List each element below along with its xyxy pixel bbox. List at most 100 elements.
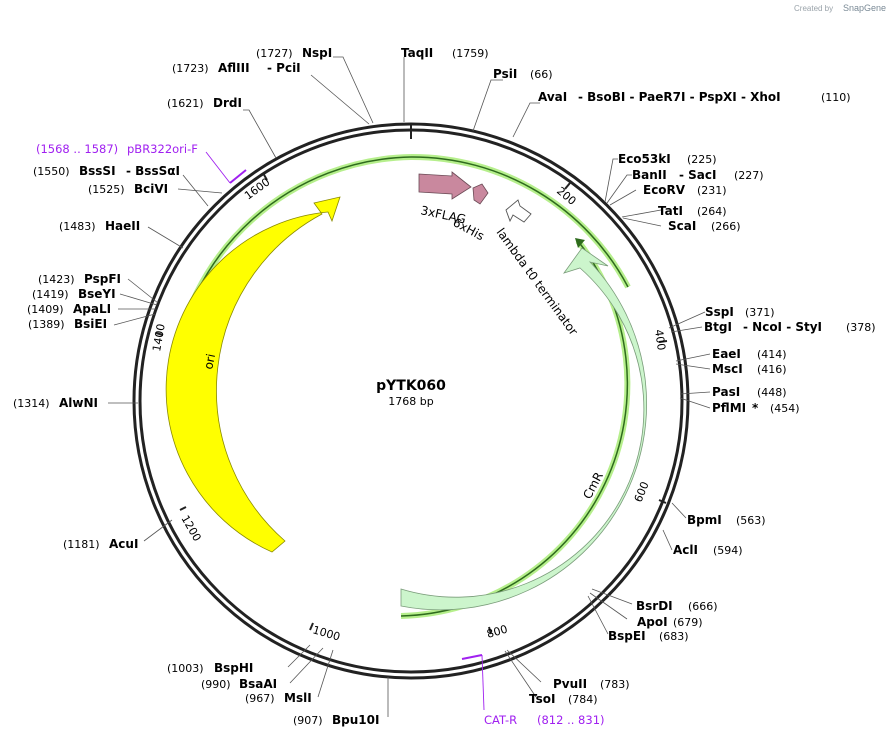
site-labels-right: TaqII (1759) PsiI (66) AvaI - BsoBI - Pa… <box>401 46 876 706</box>
site-position: (1550) <box>33 165 70 178</box>
feature-cmr[interactable] <box>400 247 647 611</box>
site-position: (1759) <box>452 47 489 60</box>
site-label-pspfi[interactable]: PspFI <box>84 272 121 286</box>
primer-range: (812 .. 831) <box>537 713 605 727</box>
site-position: (454) <box>770 402 800 415</box>
site-position: (1723) <box>172 62 209 75</box>
site-label-bcivi[interactable]: BciVI <box>134 182 168 196</box>
site-labels-left: (1727) NspI (1723) AflIII - PciI (1621) … <box>13 46 379 727</box>
feature-label-lambda-t0: lambda t0 terminator <box>494 226 581 338</box>
site-label-avai-isoschizomers[interactable]: - BsoBI - PaeR7I - PspXI - XhoI <box>578 90 781 104</box>
tick-marks <box>155 123 668 635</box>
site-label-nspi[interactable]: NspI <box>302 46 332 60</box>
site-position: (563) <box>736 514 766 527</box>
site-label-apoi[interactable]: ApoI <box>637 615 668 629</box>
site-position: (1483) <box>59 220 96 233</box>
site-leaders <box>108 56 711 717</box>
site-label-msci[interactable]: MscI <box>712 362 743 376</box>
site-position: (1525) <box>88 183 125 196</box>
site-label-bsssai[interactable]: - BssSαI <box>126 164 180 178</box>
site-label-pflmi[interactable]: PflMI <box>712 401 746 415</box>
site-position: (371) <box>745 306 775 319</box>
site-position: (907) <box>293 714 323 727</box>
tick-label: 1200 <box>178 513 203 544</box>
primer-cat-r[interactable]: CAT-R (812 .. 831) <box>461 654 605 727</box>
site-position: (1409) <box>27 303 64 316</box>
plasmid-length: 1768 bp <box>388 395 433 408</box>
primer-range: (1568 .. 1587) <box>36 142 118 156</box>
site-position: (416) <box>757 363 787 376</box>
site-label-apali[interactable]: ApaLI <box>73 302 111 316</box>
site-position: (683) <box>659 630 689 643</box>
site-label-sspi[interactable]: SspI <box>705 305 734 319</box>
site-label-afliii[interactable]: AflIII <box>218 61 250 75</box>
site-position: (1727) <box>256 47 293 60</box>
site-label-banii[interactable]: BanII <box>632 168 667 182</box>
site-label-bspei[interactable]: BspEI <box>608 629 646 643</box>
site-position: (378) <box>846 321 876 334</box>
site-label-taqii[interactable]: TaqII <box>401 46 433 60</box>
site-label-bsphi[interactable]: BspHI <box>214 661 253 675</box>
feature-lambda-t0-terminator[interactable] <box>505 199 532 223</box>
site-label-btgi[interactable]: BtgI <box>704 320 732 334</box>
site-label-alwni[interactable]: AlwNI <box>59 396 98 410</box>
site-position: (679) <box>673 616 703 629</box>
primer-name: CAT-R <box>484 713 517 727</box>
site-label-bpmi[interactable]: BpmI <box>687 513 722 527</box>
site-label-haeii[interactable]: HaeII <box>105 219 140 233</box>
site-position: (1181) <box>63 538 100 551</box>
tick-label: 400 <box>652 329 668 352</box>
site-label-bsssi[interactable]: BssSI <box>79 164 116 178</box>
tick-label: 800 <box>485 623 509 641</box>
site-label-msli[interactable]: MslI <box>284 691 312 705</box>
site-label-tsoi[interactable]: TsoI <box>529 692 555 706</box>
feature-ori[interactable] <box>165 196 341 553</box>
site-position: (231) <box>697 184 727 197</box>
site-label-pflmi-asterisk: * <box>752 401 759 415</box>
site-label-pcii[interactable]: - PciI <box>267 61 301 75</box>
site-label-pvuii[interactable]: PvuII <box>553 677 587 691</box>
site-label-scai[interactable]: ScaI <box>668 219 696 233</box>
credit-brand[interactable]: SnapGene <box>843 3 886 13</box>
site-position: (1419) <box>32 288 69 301</box>
site-position: (784) <box>568 693 598 706</box>
site-label-pasi[interactable]: PasI <box>712 385 740 399</box>
site-label-psii[interactable]: PsiI <box>493 67 517 81</box>
site-position: (1314) <box>13 397 50 410</box>
site-position: (594) <box>713 544 743 557</box>
site-position: (666) <box>688 600 718 613</box>
site-label-acui[interactable]: AcuI <box>109 537 138 551</box>
site-position: (414) <box>757 348 787 361</box>
feature-6xhis[interactable] <box>472 183 489 205</box>
site-label-saci[interactable]: - SacI <box>679 168 716 182</box>
site-position: (1423) <box>38 273 75 286</box>
site-label-eco53ki[interactable]: Eco53kI <box>618 152 671 166</box>
site-label-bsiei[interactable]: BsiEI <box>74 317 107 331</box>
primer-pbr322ori-f[interactable]: (1568 .. 1587) pBR322ori-F <box>36 142 247 184</box>
site-position: (1621) <box>167 97 204 110</box>
site-position: (264) <box>697 205 727 218</box>
site-label-tati[interactable]: TatI <box>658 204 683 218</box>
site-position: (1389) <box>28 318 65 331</box>
site-label-eaei[interactable]: EaeI <box>712 347 741 361</box>
feature-label-ori: ori <box>201 352 218 370</box>
site-position: (783) <box>600 678 630 691</box>
site-label-bpu10i[interactable]: Bpu10I <box>332 713 379 727</box>
site-label-acli[interactable]: AclI <box>673 543 698 557</box>
site-label-ncoi-styi[interactable]: - NcoI - StyI <box>743 320 822 334</box>
site-label-bsaai[interactable]: BsaAI <box>239 677 277 691</box>
credit-created-by: Created by <box>794 4 833 13</box>
primer-name: pBR322ori-F <box>127 142 198 156</box>
tick-label: 1400 <box>150 323 168 353</box>
site-label-bseyi[interactable]: BseYI <box>78 287 116 301</box>
feature-label-6xhis: 6xHis <box>451 215 487 243</box>
site-position: (1003) <box>167 662 204 675</box>
site-position: (266) <box>711 220 741 233</box>
site-label-avai[interactable]: AvaI <box>538 90 567 104</box>
site-label-drdi[interactable]: DrdI <box>213 96 242 110</box>
site-label-bsrdi[interactable]: BsrDI <box>636 599 673 613</box>
feature-3xflag[interactable] <box>418 171 472 200</box>
tick-label: 600 <box>632 480 652 504</box>
site-label-ecorv[interactable]: EcoRV <box>643 183 686 197</box>
